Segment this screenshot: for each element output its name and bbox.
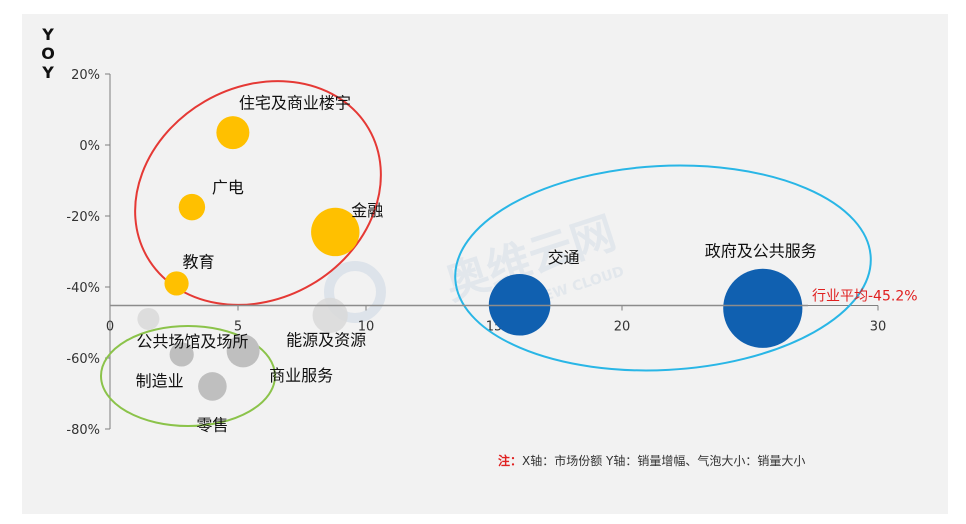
note-text: X轴：市场份额 Y轴：销量增幅、气泡大小：销量大小: [522, 453, 805, 468]
bubble-label: 政府及公共服务: [705, 241, 817, 260]
bubble-label: 金融: [351, 201, 383, 220]
bubble-label: 交通: [548, 248, 580, 267]
bubble: [164, 271, 189, 296]
y-axis-title-char: Y: [41, 25, 54, 44]
group-ellipse-green: [100, 325, 276, 427]
note-prefix: 注：: [498, 453, 522, 468]
x-tick-label: 0: [106, 319, 114, 334]
bubble-label: 制造业: [136, 371, 184, 390]
y-tick-label: -40%: [66, 281, 100, 296]
x-tick-label: 20: [614, 319, 631, 334]
bubble: [137, 307, 160, 330]
x-tick-label: 10: [358, 319, 375, 334]
bubble-label: 广电: [212, 178, 244, 197]
y-axis-title-char: O: [41, 44, 55, 63]
group-ellipse-red: [134, 80, 382, 306]
bubble: [311, 207, 360, 257]
y-axis-ticks: 20% 0% -20% -40% -60% -80%: [66, 68, 110, 438]
y-tick-label: -60%: [66, 352, 100, 367]
bubble: [169, 342, 194, 367]
watermark: 奥维云网 ALL VIEW CLOUD: [324, 207, 626, 323]
bubble-label: 零售: [196, 415, 228, 434]
x-tick-label: 30: [870, 319, 887, 334]
chart-note: 注：X轴：市场份额 Y轴：销量增幅、气泡大小：销量大小: [498, 453, 805, 468]
y-tick-label: 20%: [71, 68, 100, 83]
bubble: [226, 334, 260, 368]
bubble: [312, 297, 348, 333]
bubble: [723, 268, 803, 348]
bubble-label: 能源及资源: [286, 330, 366, 349]
industry-average-label: 行业平均-45.2%: [812, 288, 918, 304]
bubble: [178, 193, 206, 221]
y-tick-label: -80%: [66, 423, 100, 438]
bubble-label: 商业服务: [269, 366, 333, 385]
group-ellipse-blue: [454, 164, 872, 372]
x-tick-label: 5: [234, 319, 242, 334]
bubble: [198, 372, 227, 401]
bubble-label: 教育: [183, 252, 215, 271]
bubble-label: 公共场馆及场所: [136, 332, 248, 351]
bubble-label: 住宅及商业楼宇: [239, 94, 351, 113]
y-tick-label: -20%: [66, 210, 100, 225]
watermark-logo-mark: [324, 261, 386, 323]
bubble: [216, 116, 250, 150]
y-axis-title: YOY: [41, 25, 55, 82]
y-tick-label: 0%: [79, 139, 100, 154]
chart-panel: [22, 14, 948, 514]
y-axis-title-char: Y: [41, 63, 54, 82]
